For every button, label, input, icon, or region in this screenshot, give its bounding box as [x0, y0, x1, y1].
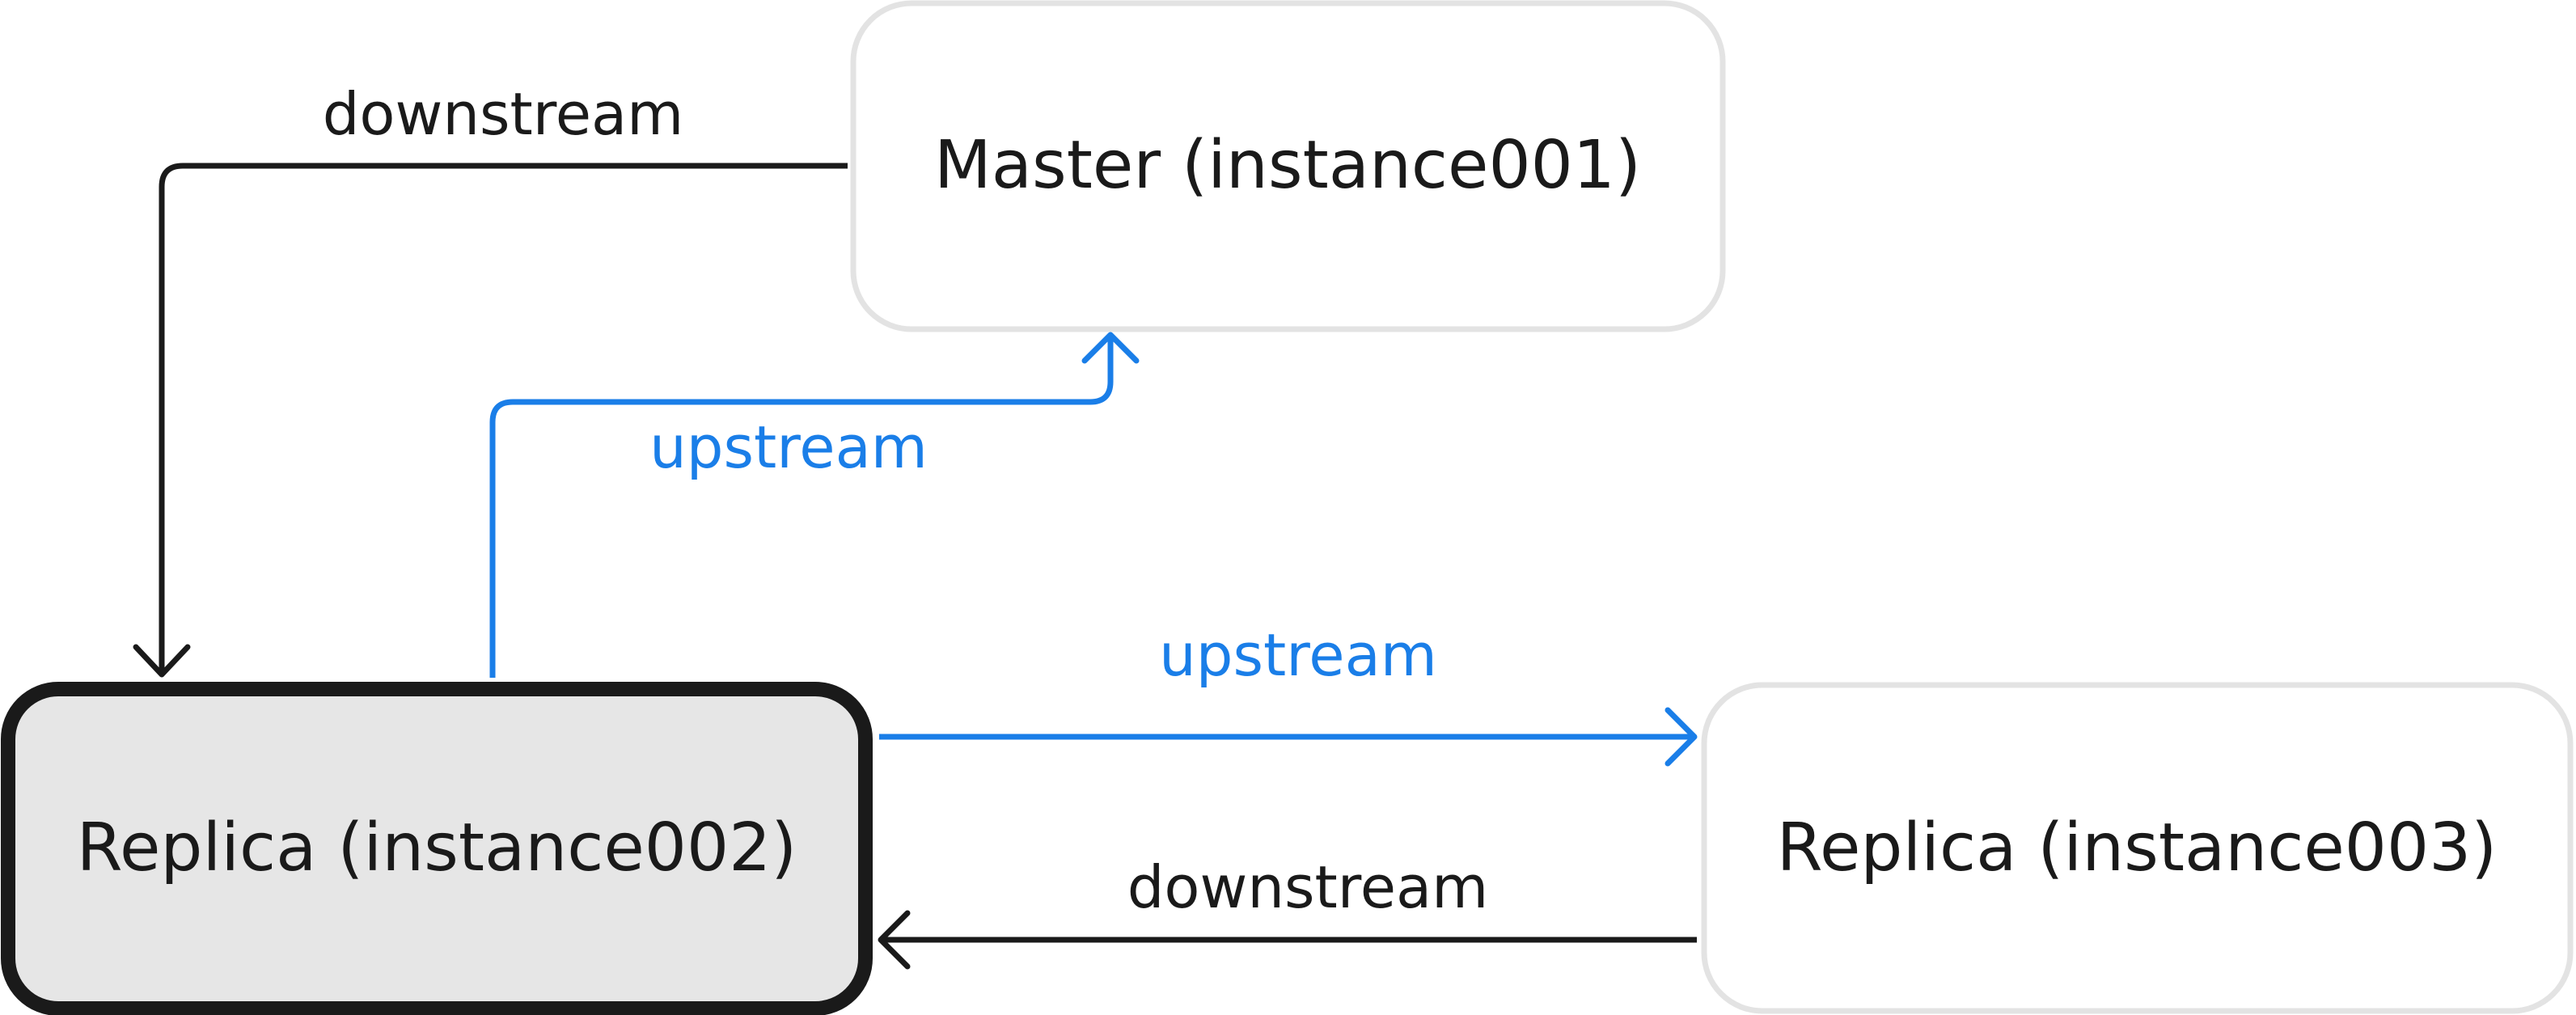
edge-master-to-replica-002-label: downstream [323, 80, 684, 148]
node-replica-003-box [1701, 682, 2574, 1014]
edge-replica-003-to-replica-002: downstream [878, 853, 1697, 970]
edge-master-to-replica-002-line [159, 163, 848, 673]
edge-replica-002-to-replica-003-label: upstream [1159, 621, 1437, 689]
edge-replica-002-to-master-label: upstream [649, 413, 928, 481]
node-replica-003-label: Replica (instance003) [1777, 810, 2498, 886]
node-master: Master (instance001) [850, 0, 1726, 332]
node-replica-003: Replica (instance003) [1701, 682, 2574, 1014]
edge-replica-002-to-master-line [489, 336, 1114, 678]
edge-master-to-replica-002: downstream [133, 80, 848, 678]
node-replica-002: Replica (instance002) [1, 682, 873, 1015]
node-replica-002-label: Replica (instance002) [77, 810, 797, 886]
node-master-box [850, 0, 1726, 332]
arrowhead-right-icon [1664, 707, 1698, 767]
edge-replica-002-to-master: upstream [489, 332, 1140, 678]
edge-replica-003-to-replica-002-label: downstream [1127, 853, 1489, 921]
arrowhead-left-icon [878, 910, 911, 970]
arrowhead-down-icon [133, 644, 191, 678]
edge-replica-002-to-replica-003: upstream [879, 621, 1698, 767]
node-master-label: Master (instance001) [934, 127, 1641, 204]
node-replica-002-box [1, 682, 873, 1015]
arrowhead-up-icon [1081, 332, 1140, 364]
